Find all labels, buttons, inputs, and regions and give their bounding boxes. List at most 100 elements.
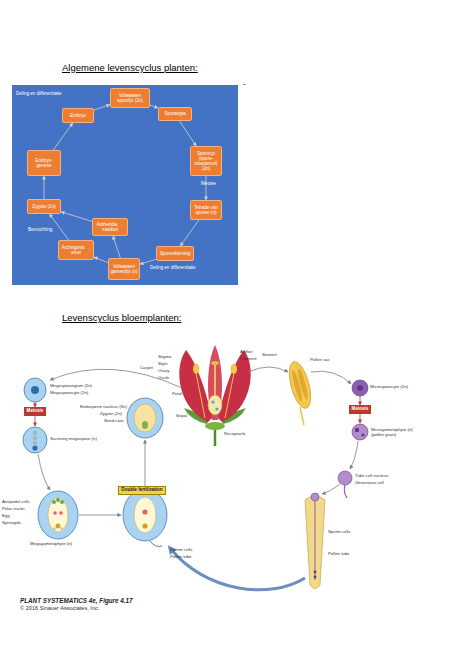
part-label: Sperm cells	[170, 548, 192, 553]
pollen-grain	[338, 471, 352, 485]
part-label: Antipodal cells	[2, 500, 30, 505]
megaspore-cell	[32, 445, 37, 450]
anther-shape	[231, 364, 237, 374]
edge-label: Meiose	[201, 181, 216, 186]
part-label: Receptacle	[224, 432, 246, 437]
part-label: Carpel	[140, 366, 153, 371]
fertilization-box: Double fertilization	[118, 486, 166, 495]
ovule-dot	[215, 407, 218, 410]
background-panel	[12, 85, 238, 285]
node-text: Zygote (2n)	[32, 204, 56, 209]
node-text: Embryo-genese	[29, 158, 59, 168]
filament-line	[196, 373, 205, 418]
petal-shape	[208, 345, 222, 420]
part-label: Style	[158, 362, 168, 367]
antipodal-cell	[56, 498, 60, 502]
embryo-shape	[142, 421, 148, 429]
cycle-arrow	[150, 105, 158, 108]
stigma-shape	[211, 361, 219, 365]
stem	[214, 428, 217, 446]
pollen-grain	[352, 424, 368, 440]
zygote-cell	[142, 523, 147, 528]
pollen-tube-line	[150, 541, 162, 546]
endosperm-shape	[134, 404, 156, 432]
cycle-arrow	[350, 441, 358, 469]
part-label: Tube cell nucleus	[355, 474, 388, 479]
cycle-arrow	[61, 212, 92, 222]
cycle-box: Embryo-genese	[27, 150, 61, 176]
node-text: Volwassen gametofyt (n)	[110, 264, 138, 274]
ovule-shape	[38, 491, 78, 539]
node-text: Sporocyt (spore-moedercel) (2n)	[192, 151, 220, 172]
node-text: Embryo	[70, 113, 86, 118]
ovule-dot	[211, 400, 214, 403]
part-label: Stamen	[262, 353, 277, 358]
ovary-shape	[208, 395, 222, 415]
antipodal-cell	[52, 500, 56, 504]
part-label: Pollen sac	[310, 358, 330, 363]
filament-line	[225, 373, 234, 418]
pollen-grain	[311, 493, 319, 501]
meiosis-box: Meiosis	[349, 405, 371, 414]
node-text: Tetrade van sporen (n)	[192, 205, 220, 215]
ovule-series	[23, 378, 167, 546]
cycle-box: Sporangia	[158, 107, 192, 121]
cycle-arrow	[44, 176, 45, 199]
cycle-arrow	[35, 416, 36, 426]
embryo-sac-shape	[134, 497, 156, 533]
cycle-arrow	[145, 440, 146, 488]
sperm-dot	[314, 571, 317, 574]
part-label: Polar nuclei	[2, 507, 24, 512]
part-label: Egg	[2, 514, 10, 519]
cycle-arrow	[38, 454, 50, 490]
polar-nucleus	[59, 511, 63, 515]
cycle-box: Tetrade van sporen (n)	[190, 200, 222, 220]
cycle-arrow	[53, 123, 72, 150]
part-label: Petal	[172, 392, 182, 397]
synergid-cell	[52, 527, 56, 531]
nucleus-dot	[357, 385, 363, 391]
pollen-sac-shape	[296, 368, 309, 400]
cycle-arrow	[360, 414, 361, 423]
seed-shape	[127, 398, 163, 438]
part-label: Ovary	[158, 369, 169, 374]
part-label: Zygote (2n)	[100, 412, 122, 417]
part-label: Microgametophyte (n) (pollen grain)	[371, 428, 413, 437]
cycle-box: Archegonia → eicel	[58, 240, 94, 260]
part-label: Pollen tube	[170, 555, 192, 560]
antipodal-cell	[60, 500, 64, 504]
pollen-tube-line	[315, 501, 316, 580]
part-label: Megagametophyte (n)	[30, 542, 72, 547]
petal-shape	[179, 350, 212, 422]
cycle-arrow	[140, 259, 156, 264]
endosperm-nucleus	[142, 509, 147, 514]
nucleus-dot	[355, 428, 359, 432]
synergid-cell	[60, 527, 64, 531]
copyright-note: © 2016 Sinauer Associates, Inc.	[20, 605, 99, 611]
heading: Levenscyclus bloemplanten:	[62, 312, 181, 323]
part-label: Sperm cells	[328, 530, 350, 535]
figure-caption: PLANT SYSTEMATICS 4e, Figure 4.17	[20, 597, 133, 604]
edge-label: Deling en differentiatie	[150, 265, 196, 270]
megasporocyte-cell	[31, 386, 39, 394]
part-label: Megasporangium (2n)	[50, 384, 92, 389]
style-line	[214, 365, 216, 396]
cycle-arrow	[50, 369, 182, 388]
node-text: Meiosis	[352, 407, 369, 412]
cycle-arrows	[35, 367, 360, 590]
cycle-arrow	[180, 220, 199, 246]
cycle-box: Volwassen gametofyt (n)	[108, 258, 140, 280]
part-label: Stigma	[158, 355, 171, 360]
cycle-box: Volwassen sporofyt (2n)	[110, 88, 150, 108]
cycle-box: Sporocyt (spore-moedercel) (2n)	[190, 146, 222, 176]
node-text: Volwassen sporofyt (2n)	[112, 93, 148, 103]
pollination-arrow	[170, 548, 305, 590]
microsporocyte-cell	[352, 380, 368, 396]
edge-label: Deling en differentiatie	[16, 91, 62, 96]
embryo-sac-shape	[48, 498, 68, 532]
part-label: Endosperm nucleus (3n)	[80, 405, 127, 410]
cycle-arrow	[248, 367, 288, 372]
part-label: Megasporocyte (2n)	[50, 391, 88, 396]
cycle-arrow	[113, 236, 120, 258]
